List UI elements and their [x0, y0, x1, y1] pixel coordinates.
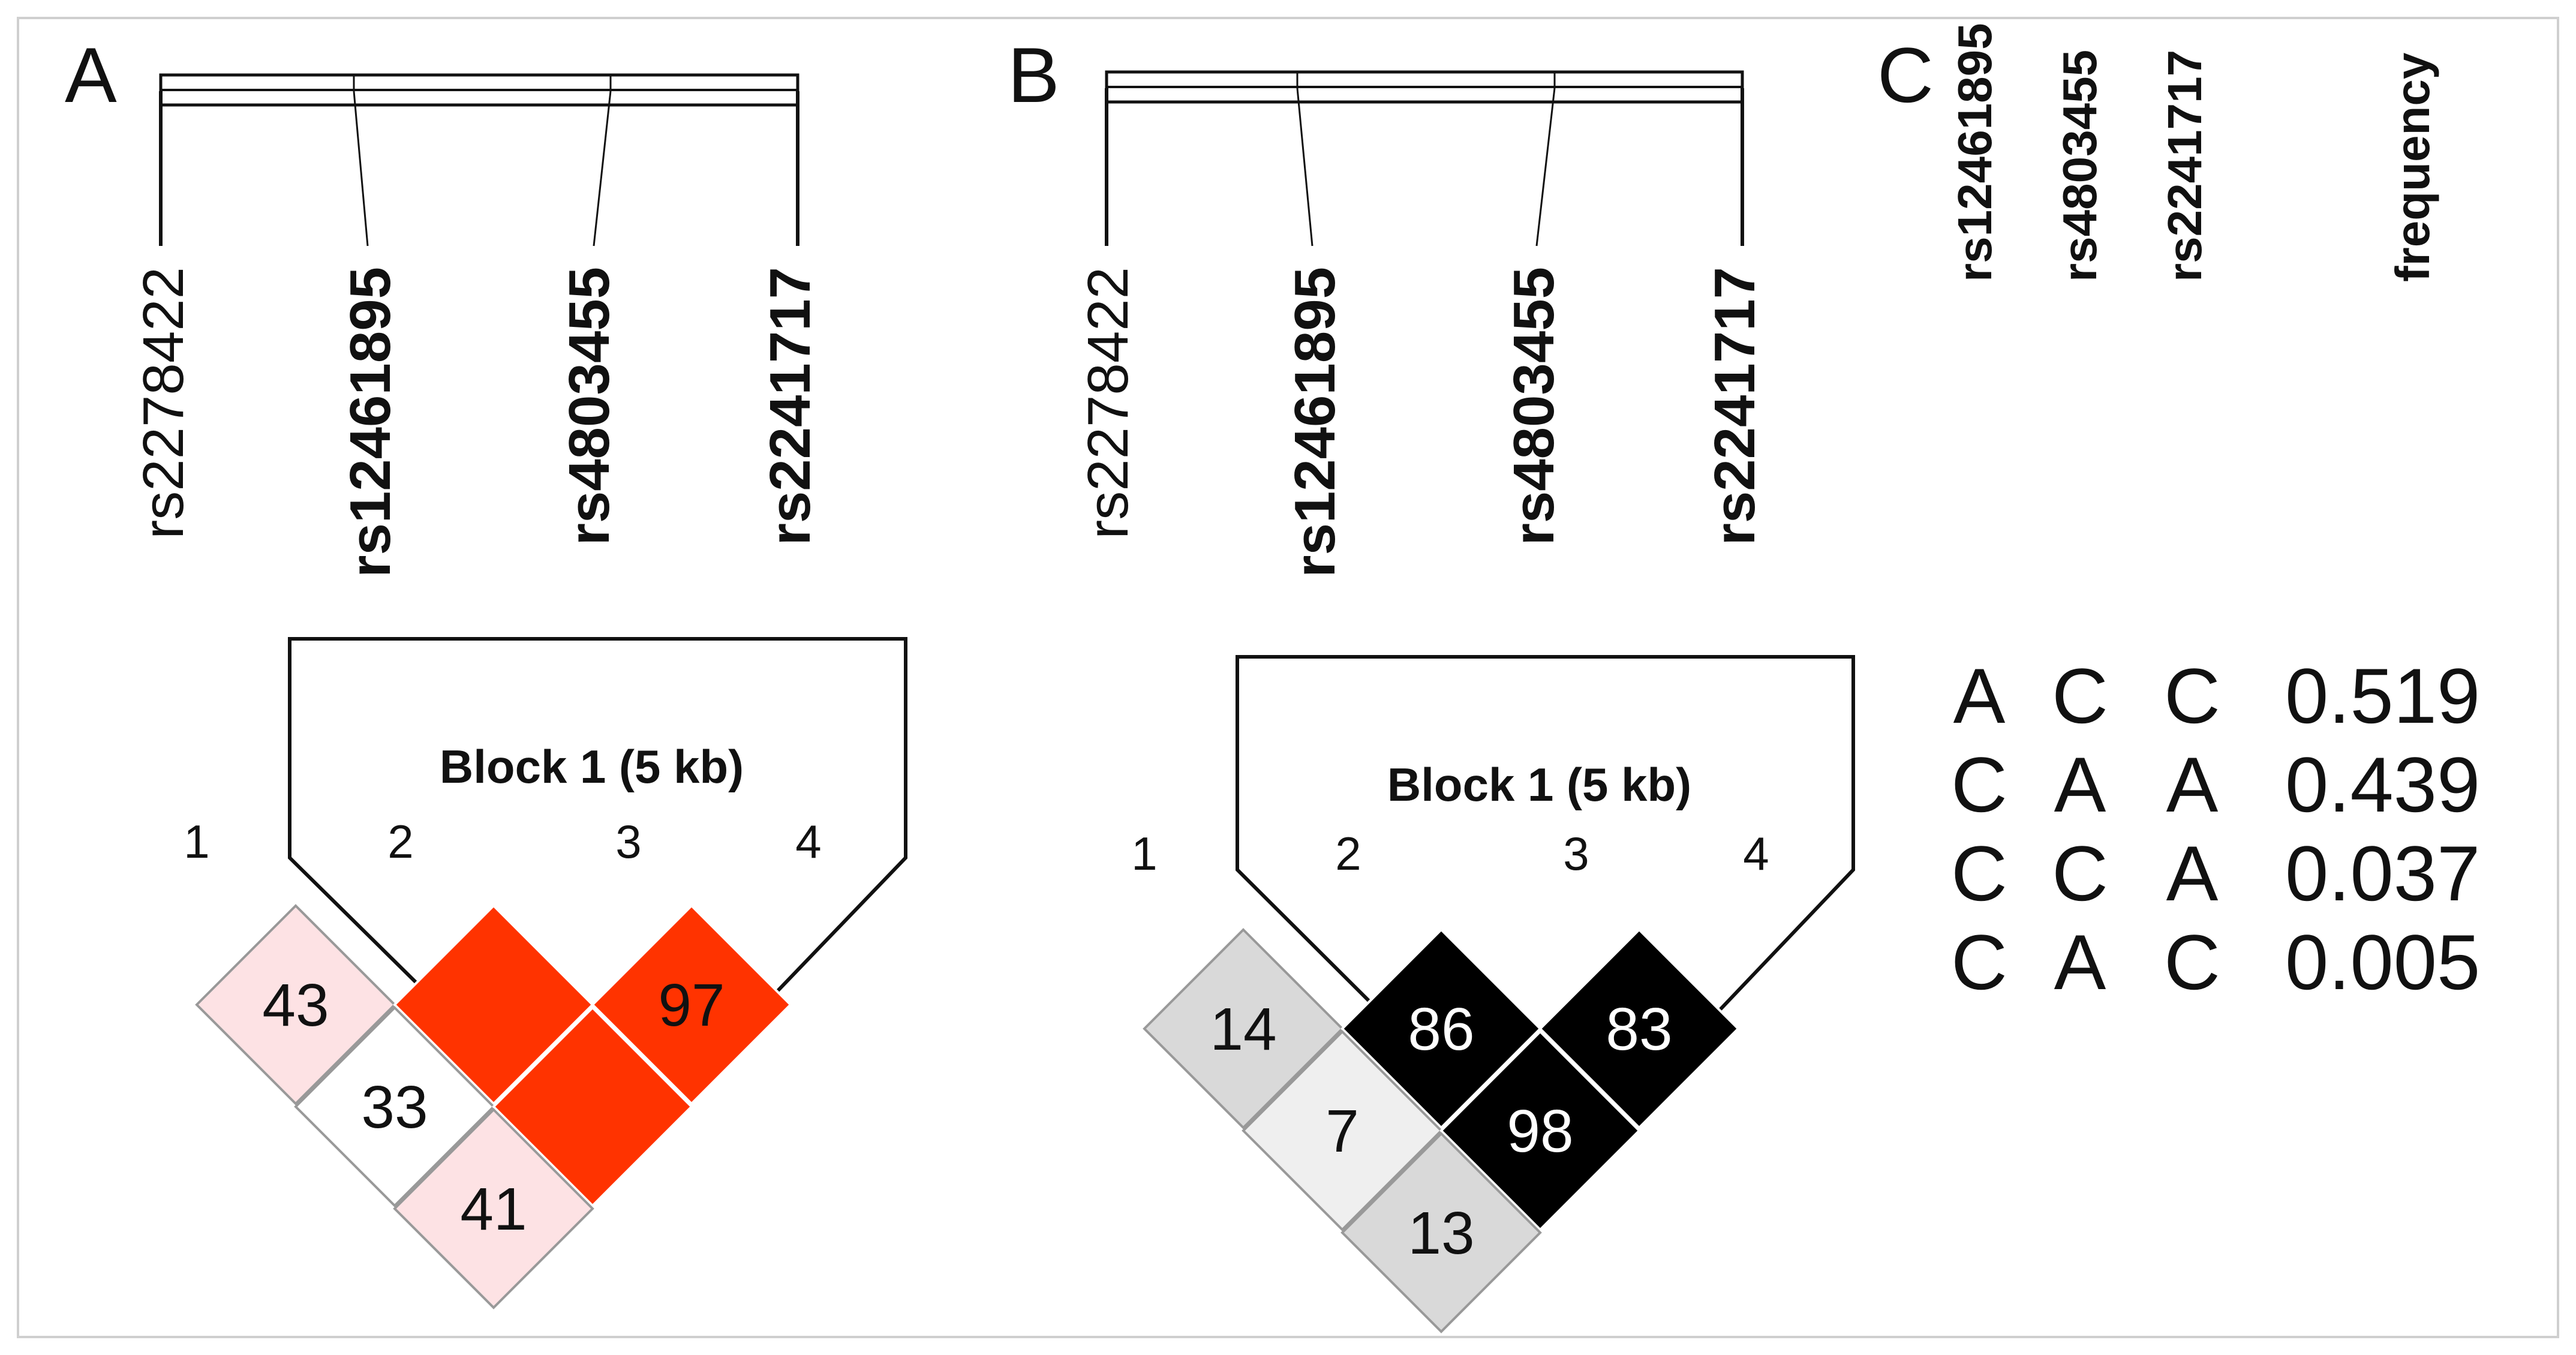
haplotype-column-header: rs2241717	[2158, 50, 2211, 282]
snp-position-line	[1535, 88, 1556, 247]
haplotype-allele: C	[2164, 918, 2220, 1006]
haplotype-frequency: 0.439	[2285, 741, 2480, 828]
ld-cell-1-2	[1143, 928, 1344, 1129]
panel-letter: C	[1877, 31, 1934, 119]
marker-number: 1	[1131, 827, 1157, 880]
ld-value-2-3: 86	[1408, 996, 1474, 1063]
haplotype-frequency: 0.005	[2285, 918, 2480, 1006]
snp-label: rs12461895	[338, 267, 402, 578]
ld-value-1-4: 41	[460, 1176, 527, 1243]
snp-label: rs2241717	[758, 267, 822, 545]
marker-number: 3	[615, 815, 641, 868]
snp-label: rs4803455	[557, 267, 621, 545]
marker-number: 2	[387, 815, 413, 868]
haplotype-column-header: frequency	[2386, 52, 2439, 282]
ld-cell-2-4	[492, 1006, 693, 1207]
haplotype-allele: A	[2054, 918, 2106, 1006]
marker-number: 4	[1743, 827, 1769, 880]
ld-cell-3-4	[1538, 928, 1740, 1129]
haplotype-allele: C	[2052, 830, 2108, 917]
snp-position-line	[593, 91, 612, 247]
haplotype-column-header: rs4803455	[2053, 50, 2106, 282]
marker-number: 2	[1335, 827, 1361, 880]
haplotype-allele: A	[2166, 741, 2219, 828]
haplotype-column-header: rs12461895	[1948, 23, 2001, 282]
block-label: Block 1 (5 kb)	[1387, 758, 1691, 811]
ld-value-3-4: 97	[658, 972, 725, 1039]
haplotype-allele: A	[2166, 830, 2219, 917]
ld-value-2-4: 98	[1507, 1098, 1573, 1165]
haplotype-allele: A	[1953, 652, 2006, 740]
ld-cell-1-4	[1340, 1132, 1542, 1333]
ld-cell-2-3	[1340, 928, 1542, 1129]
ld-cell-1-3	[1242, 1030, 1443, 1231]
haplotype-allele: C	[1951, 741, 2007, 828]
ld-value-1-2: 43	[262, 972, 329, 1039]
haplotype-allele: C	[1951, 918, 2007, 1006]
ld-cell-3-4	[591, 904, 792, 1105]
ld-cell-1-4	[393, 1108, 594, 1309]
snp-label: rs4803455	[1502, 267, 1566, 545]
snp-label: rs2241717	[1703, 267, 1767, 545]
ld-value-1-3: 33	[361, 1074, 428, 1141]
haplotype-frequency: 0.037	[2285, 830, 2480, 917]
block-label: Block 1 (5 kb)	[440, 740, 744, 793]
snp-label: rs12461895	[1283, 267, 1347, 578]
ld-value-1-4: 13	[1408, 1200, 1474, 1267]
ld-cell-1-3	[294, 1006, 495, 1207]
haplotype-allele: C	[2052, 652, 2108, 740]
snp-label: rs2278422	[1076, 267, 1140, 539]
ld-cell-2-3	[393, 904, 594, 1105]
snp-label: rs2278422	[131, 267, 196, 539]
haplotype-allele: A	[2054, 741, 2106, 828]
haplotype-frequency: 0.519	[2285, 652, 2480, 740]
snp-position-line	[1296, 88, 1313, 247]
ld-cell-2-4	[1439, 1030, 1641, 1231]
ld-value-1-3: 7	[1325, 1098, 1359, 1165]
snp-position-line	[353, 91, 369, 247]
ld-value-3-4: 83	[1606, 996, 1672, 1063]
marker-number: 4	[795, 815, 821, 868]
marker-number: 3	[1563, 827, 1589, 880]
ld-value-1-2: 14	[1210, 996, 1276, 1063]
haplotype-allele: C	[2164, 652, 2220, 740]
haplotype-allele: C	[1951, 830, 2007, 917]
marker-number: 1	[184, 815, 209, 868]
panel-letter: A	[65, 31, 117, 119]
panel-letter: B	[1008, 31, 1060, 119]
ld-cell-1-2	[195, 904, 396, 1105]
